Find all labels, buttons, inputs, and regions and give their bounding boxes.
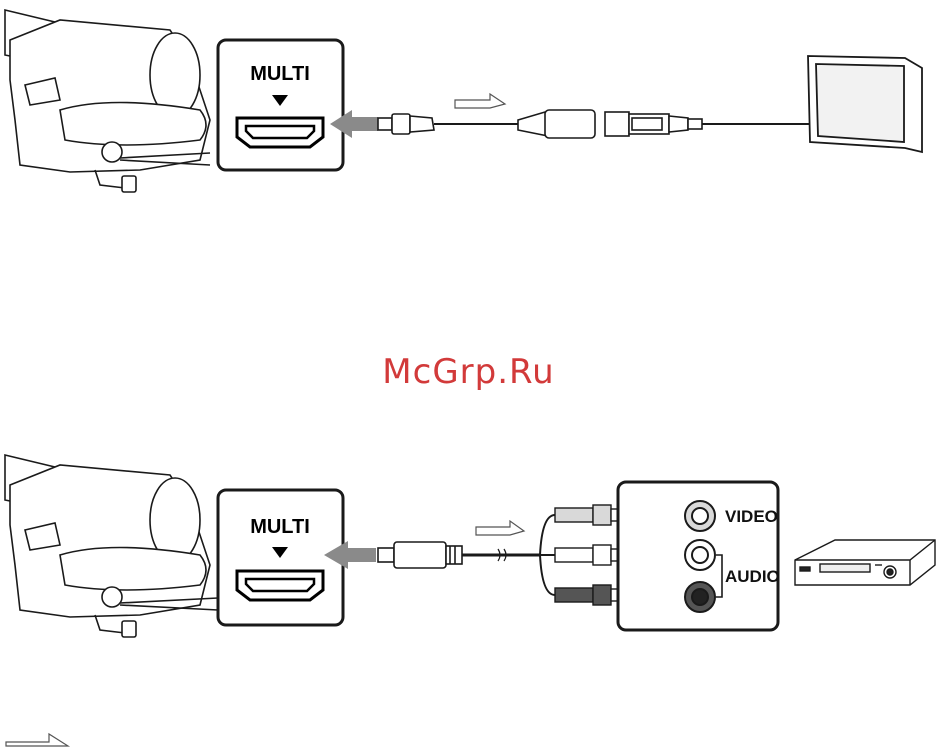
- hdmi-adaptor: [518, 110, 595, 138]
- camcorder-illustration: [5, 10, 210, 192]
- tv-illustration: [808, 56, 922, 152]
- hdmi-cable-plug: [605, 112, 702, 136]
- hdmi-connection-diagram: MULTI: [0, 0, 937, 200]
- video-jack-icon: [685, 501, 715, 531]
- signal-direction-arrow-icon: [455, 94, 505, 108]
- legend-direction-arrow-icon: [4, 728, 74, 750]
- multi-port-label-2: MULTI: [250, 516, 310, 538]
- audio-label: AUDIO: [725, 567, 780, 586]
- audio-jack-white-icon: [685, 540, 715, 570]
- av-cable-plug: [378, 542, 462, 568]
- multi-port-label: MULTI: [250, 63, 310, 85]
- av-connection-diagram: MULTI: [0, 445, 937, 665]
- av-jack-panel: VIDEO AUDIO: [618, 482, 780, 630]
- camcorder-illustration-2: [5, 455, 218, 637]
- micro-hdmi-plug: [378, 114, 434, 134]
- multi-port-callout-2: MULTI: [218, 490, 343, 625]
- multi-port-callout: MULTI: [218, 40, 343, 170]
- signal-direction-arrow-icon-2: [476, 521, 524, 535]
- vcr-illustration: [795, 540, 935, 585]
- audio-jack-red-icon: [685, 582, 715, 612]
- video-label: VIDEO: [725, 507, 778, 526]
- watermark-text: McGrp.Ru: [0, 352, 937, 392]
